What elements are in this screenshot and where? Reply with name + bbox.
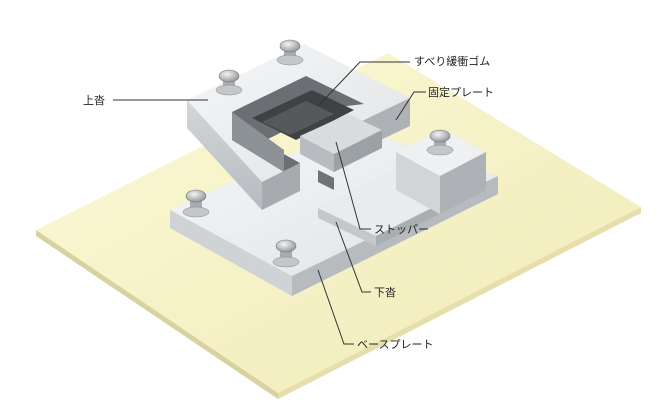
leader-rubber [317,61,410,107]
leader-lower-shoe [335,221,371,293]
label-upper-shoe: 上沓 [83,94,105,107]
bolt-icon [272,239,300,268]
leader-base-plate [317,269,354,345]
upper-shoe [187,44,410,210]
label-stopper: ストッパー [374,223,429,236]
bolt-icon [182,189,210,218]
bolt-icon [215,69,243,96]
label-rubber: すべり緩衝ゴム [414,55,491,68]
stopper-block [300,114,382,190]
bolt-icon [426,129,454,156]
leader-stopper [335,141,371,230]
label-fixing-plate: 固定プレート [428,86,494,99]
label-lower-shoe: 下沓 [374,286,396,299]
bolt-icon [276,39,304,66]
label-base-plate: ベースプレート [357,338,434,351]
leader-fixing-plate [395,91,426,121]
